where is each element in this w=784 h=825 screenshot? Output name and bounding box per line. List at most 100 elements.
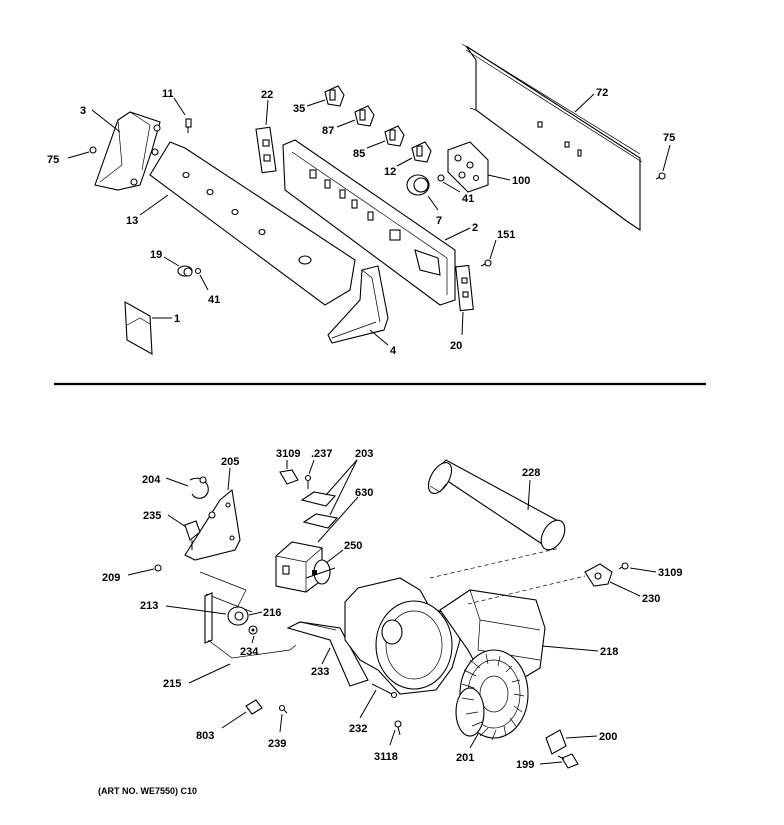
label-part-803: 803: [196, 730, 214, 742]
nut-234-part: [248, 625, 258, 635]
label-part-11: 11: [162, 88, 174, 100]
leader-13: [139, 194, 169, 216]
clamp-235-part: [184, 520, 201, 550]
exhaust-duct-228-part: [427, 459, 566, 551]
screw-75-right-part: [655, 172, 666, 180]
leader-100: [487, 174, 511, 181]
leader-250: [325, 549, 344, 564]
label-part-7: 7: [436, 215, 442, 227]
leader-75-right: [662, 144, 671, 172]
label-part-233: 233: [311, 666, 329, 678]
label-part-19: 19: [150, 249, 162, 261]
screw-151-part: [480, 259, 492, 267]
label-part-85: 85: [353, 148, 365, 160]
screw-75-left-part: [89, 146, 97, 154]
clip-41-right-part: [437, 174, 445, 182]
timer-100-part: [447, 141, 489, 193]
leader-87: [336, 119, 356, 128]
thermostat-230-part: [584, 563, 613, 587]
leader-204: [165, 477, 189, 487]
leader-233: [321, 647, 331, 665]
label-part-151: 151: [497, 229, 515, 241]
label-part-200: 200: [599, 731, 617, 743]
leader-228: [527, 479, 531, 511]
leader-237: [308, 459, 315, 475]
alignment-line-b: [467, 575, 586, 605]
switch-35-part: [324, 85, 345, 107]
label-part-1: 1: [174, 313, 180, 325]
label-part-228: 228: [522, 467, 540, 479]
screw-237-part: [304, 474, 312, 489]
label-part-12: 12: [384, 166, 396, 178]
drive-motor-part: [275, 541, 336, 593]
screw-3109-top-part: [279, 469, 299, 485]
knob-7-part: [406, 174, 430, 196]
switch-85-part: [384, 125, 405, 147]
label-part-35: 35: [293, 103, 305, 115]
leader-19: [163, 256, 180, 267]
label-part-20: 20: [450, 340, 462, 352]
leader-22: [265, 99, 269, 126]
leader-200: [565, 735, 598, 739]
leader-803: [221, 711, 247, 729]
label-part-234: 234: [240, 646, 259, 658]
label-part-3118: 3118: [374, 751, 398, 763]
label-part-218: 218: [600, 646, 618, 658]
label-part-87: 87: [322, 125, 334, 137]
label-part-2: 2: [472, 222, 478, 234]
leader-205: [227, 467, 231, 491]
manual-sheet-part: [124, 301, 153, 355]
leader-215: [188, 663, 231, 684]
label-part-201: 201: [456, 752, 474, 764]
label-part-250: 250: [344, 540, 362, 552]
screw-199-part: [557, 753, 579, 769]
label-part-235: 235: [143, 510, 161, 522]
screw-232-part: [371, 683, 398, 699]
end-bracket-22-part: [255, 126, 277, 174]
leader-239: [279, 713, 283, 733]
leader-218: [541, 645, 599, 652]
label-part-75-left: 75: [47, 154, 59, 166]
leader-630: [317, 496, 359, 543]
clip-203-part: [300, 491, 339, 529]
leader-12: [396, 157, 413, 167]
clip-204-part: [189, 476, 209, 499]
end-cap-4-part: [327, 265, 389, 344]
leader-35: [306, 99, 326, 107]
label-part-75-right: 75: [663, 132, 675, 144]
leader-234: [251, 635, 255, 644]
leader-201: [469, 733, 479, 749]
leader-151: [489, 239, 497, 260]
bottom-assembly: 204 205 235 209: [102, 448, 682, 771]
motor-bracket-205-part: [184, 488, 241, 561]
leader-3109-right: [629, 567, 657, 573]
screw-239-part: [278, 704, 288, 714]
leader-232: [359, 689, 377, 719]
screw-3109-right-part: [618, 562, 629, 570]
end-bracket-20-part: [455, 264, 474, 312]
leader-203b: [329, 459, 358, 516]
label-part-3: 3: [80, 105, 86, 117]
leader-41-left: [199, 274, 209, 291]
leader-20: [461, 311, 464, 336]
control-panel-front-part: [149, 141, 356, 306]
leader-11: [173, 97, 186, 116]
blower-housing-part: [344, 577, 546, 695]
leader-216: [248, 611, 263, 616]
label-part-630: 630: [355, 487, 373, 499]
label-part-216: 216: [263, 607, 281, 619]
control-panel-frame-part: [282, 139, 456, 306]
art-number-caption: (ART NO. WE7550) C10: [98, 786, 198, 796]
label-part-3109-top: 3109: [276, 448, 300, 460]
label-part-209: 209: [102, 572, 120, 584]
label-part-203: 203: [355, 448, 373, 460]
label-part-100: 100: [512, 175, 530, 187]
top-assembly: 3 11 75 13 19: [47, 43, 675, 357]
label-part-232: 232: [349, 723, 367, 735]
leader-213: [165, 605, 227, 615]
label-part-22: 22: [261, 89, 273, 101]
bracket-200-part: [545, 729, 567, 755]
screw-11-part: [185, 118, 192, 133]
leader-209: [127, 568, 155, 576]
